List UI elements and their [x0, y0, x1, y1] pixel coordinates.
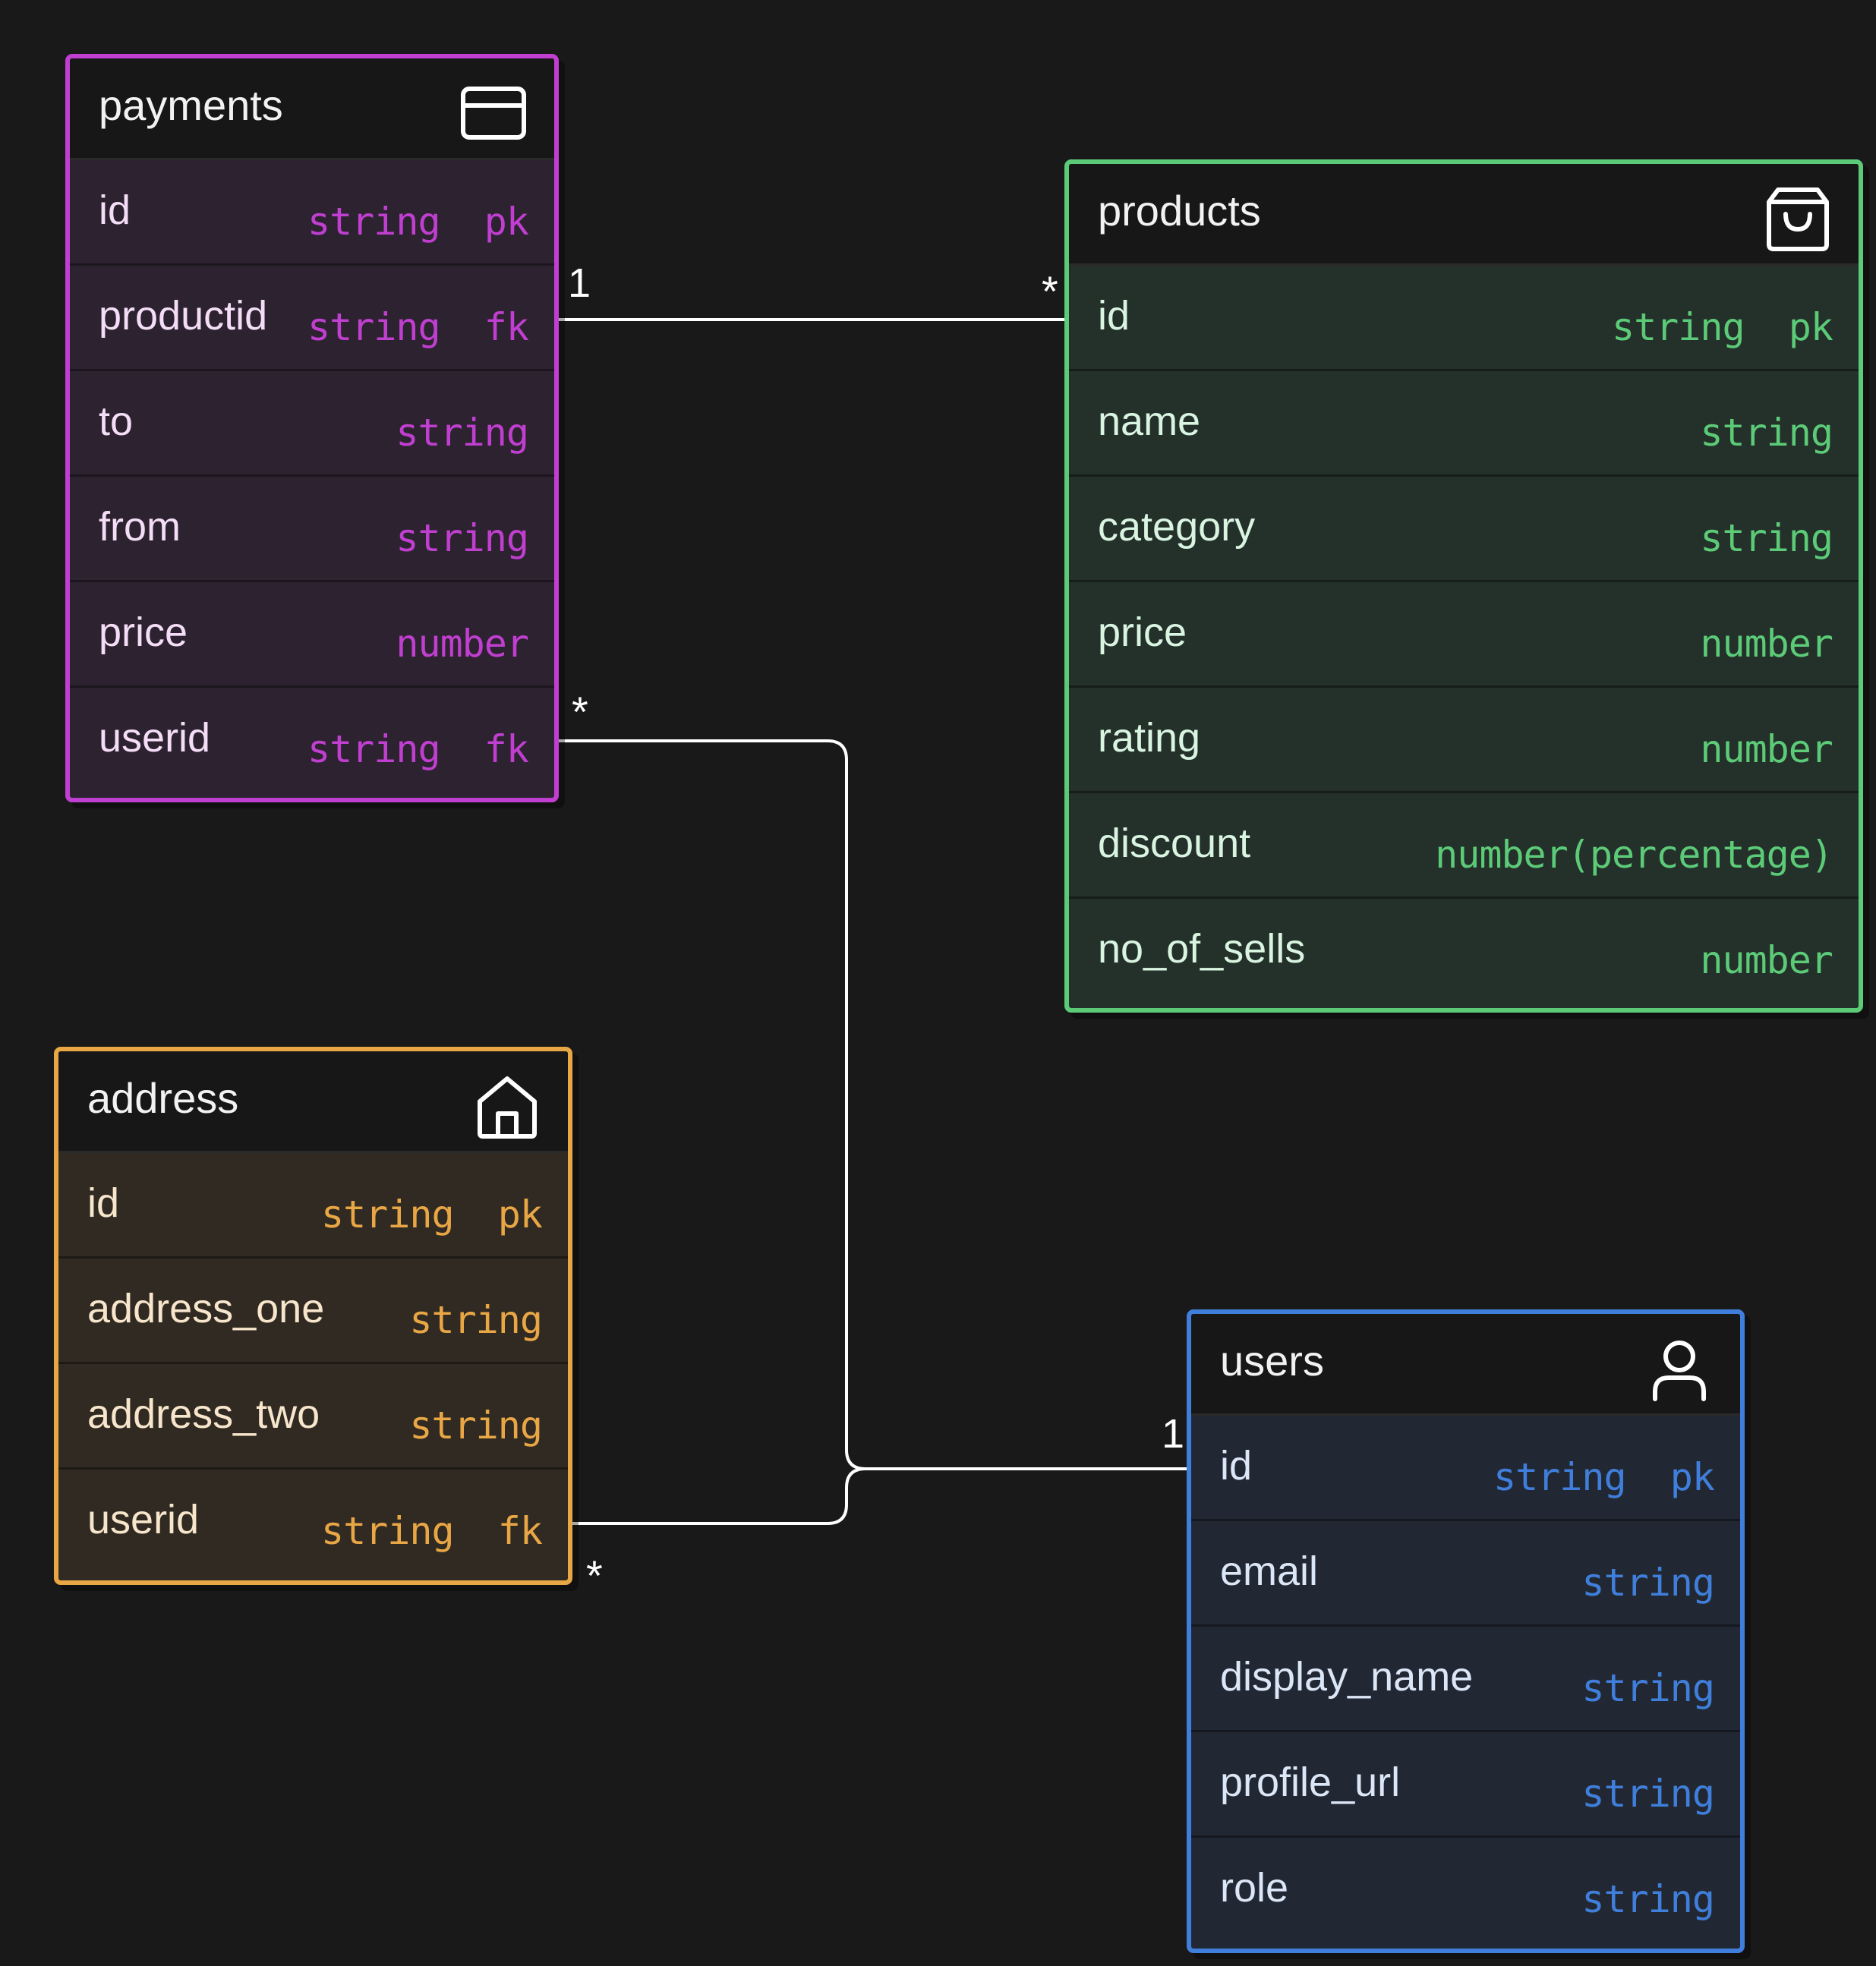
field-row-id[interactable]: id string pk — [58, 1153, 568, 1259]
entity-address[interactable]: address id string pk address_one string … — [54, 1047, 572, 1585]
field-name: price — [1098, 610, 1187, 655]
field-name: to — [99, 399, 134, 444]
field-type: number — [1700, 622, 1833, 666]
field-row-display-name[interactable]: display_name string — [1191, 1627, 1740, 1732]
field-name: productid — [99, 293, 268, 339]
entity-title: payments — [99, 81, 283, 129]
field-name: price — [99, 610, 188, 655]
field-row-no-of-sells[interactable]: no_of_sells number — [1069, 899, 1859, 1004]
field-type: number — [1700, 727, 1833, 771]
entity-products[interactable]: products id string pk name string catego… — [1064, 159, 1863, 1013]
entity-payments[interactable]: payments id string pk productid string f… — [65, 54, 559, 802]
field-type: string — [409, 1298, 543, 1342]
field-name: display_name — [1220, 1654, 1474, 1700]
field-row-id[interactable]: id string pk — [1191, 1416, 1740, 1521]
field-name: rating — [1098, 715, 1201, 761]
entity-title: address — [87, 1074, 239, 1122]
field-name: role — [1220, 1865, 1289, 1911]
field-row-from[interactable]: from string — [70, 477, 554, 582]
entity-header[interactable]: address — [58, 1051, 568, 1153]
cardinality-users-id-from-payments: 1 — [1162, 1411, 1185, 1457]
field-name: email — [1220, 1549, 1319, 1594]
field-type: string fk — [307, 727, 529, 771]
field-type: number — [1700, 938, 1833, 982]
field-type: string — [1581, 1877, 1715, 1921]
field-name: id — [99, 187, 131, 233]
cardinality-payments-productid: 1 — [568, 260, 591, 306]
field-type: string — [1581, 1666, 1715, 1710]
field-name: no_of_sells — [1098, 926, 1306, 972]
field-type: string — [1700, 516, 1833, 560]
field-row-userid[interactable]: userid string fk — [70, 688, 554, 793]
field-row-userid[interactable]: userid string fk — [58, 1470, 568, 1575]
field-name: profile_url — [1220, 1760, 1401, 1805]
field-row-address-two[interactable]: address_two string — [58, 1364, 568, 1470]
field-row-address-one[interactable]: address_one string — [58, 1259, 568, 1364]
field-row-to[interactable]: to string — [70, 371, 554, 477]
field-row-id[interactable]: id string pk — [70, 160, 554, 266]
field-type: string pk — [307, 200, 529, 244]
field-name: category — [1098, 504, 1256, 550]
home-icon — [472, 1071, 542, 1141]
field-type: number(percentage) — [1435, 833, 1833, 877]
field-row-category[interactable]: category string — [1069, 477, 1859, 582]
field-name: from — [99, 504, 181, 550]
entity-title: users — [1220, 1337, 1324, 1385]
cardinality-address-userid: * — [586, 1552, 603, 1599]
field-name: userid — [99, 715, 211, 761]
entity-header[interactable]: products — [1069, 164, 1859, 266]
relationship-address-users[interactable] — [557, 1467, 866, 1525]
relationship-payments-users[interactable] — [545, 739, 1203, 1470]
field-type: string — [409, 1404, 543, 1448]
field-type: string — [1581, 1561, 1715, 1605]
entity-header[interactable]: payments — [70, 58, 554, 160]
field-type: string fk — [307, 305, 529, 349]
field-row-role[interactable]: role string — [1191, 1838, 1740, 1943]
field-row-profile-url[interactable]: profile_url string — [1191, 1732, 1740, 1838]
credit-card-icon — [459, 78, 528, 148]
field-type: number — [396, 622, 529, 666]
field-type: string — [1700, 411, 1833, 455]
field-row-discount[interactable]: discount number(percentage) — [1069, 793, 1859, 899]
field-row-email[interactable]: email string — [1191, 1521, 1740, 1627]
field-type: string — [396, 411, 529, 455]
field-row-rating[interactable]: rating number — [1069, 688, 1859, 793]
cardinality-payments-userid: * — [572, 688, 588, 736]
field-name: id — [87, 1180, 120, 1226]
field-row-price[interactable]: price number — [70, 582, 554, 688]
field-row-id[interactable]: id string pk — [1069, 266, 1859, 371]
entity-header[interactable]: users — [1191, 1314, 1740, 1416]
field-type: string pk — [1493, 1455, 1715, 1499]
field-type: string — [396, 516, 529, 560]
cardinality-products-id: * — [1042, 267, 1058, 315]
entity-title: products — [1098, 187, 1261, 235]
field-type: string — [1581, 1772, 1715, 1816]
field-name: address_one — [87, 1286, 325, 1331]
entity-users[interactable]: users id string pk email string display_… — [1187, 1309, 1745, 1953]
field-type: string pk — [1611, 305, 1833, 349]
field-name: name — [1098, 399, 1201, 444]
field-row-productid[interactable]: productid string fk — [70, 266, 554, 371]
shopping-bag-icon — [1763, 184, 1833, 254]
field-name: userid — [87, 1497, 200, 1542]
field-row-name[interactable]: name string — [1069, 371, 1859, 477]
field-name: id — [1220, 1443, 1253, 1489]
field-row-price[interactable]: price number — [1069, 582, 1859, 688]
field-name: discount — [1098, 821, 1251, 866]
user-icon — [1644, 1334, 1714, 1404]
field-name: id — [1098, 293, 1130, 339]
field-type: string fk — [320, 1509, 543, 1553]
field-name: address_two — [87, 1391, 320, 1437]
field-type: string pk — [320, 1193, 543, 1237]
